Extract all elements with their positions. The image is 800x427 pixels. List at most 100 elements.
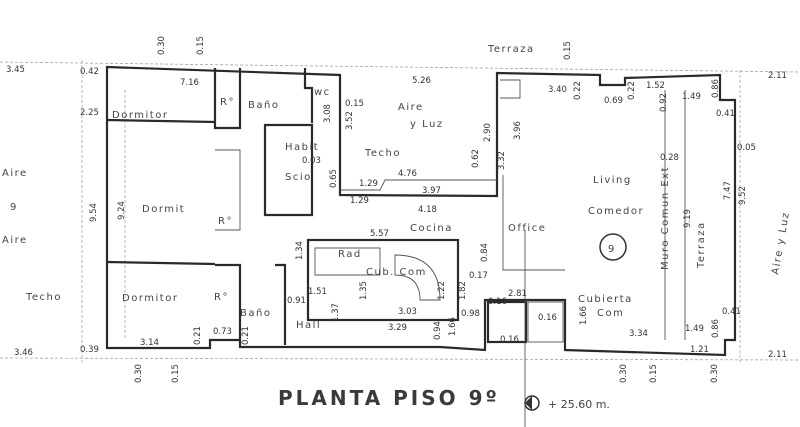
room-label: Habit bbox=[285, 142, 319, 153]
dimension-label: 3.40 bbox=[548, 85, 567, 95]
dimension-label: 3.52 bbox=[345, 111, 355, 130]
dimension-label: 5.57 bbox=[370, 229, 389, 239]
dimension-label: 1.34 bbox=[295, 241, 305, 260]
dimension-label: 0.22 bbox=[627, 81, 637, 100]
room-label: Terraza bbox=[696, 221, 707, 269]
dimension-label: 0.22 bbox=[573, 81, 583, 100]
dimension-label: 0.30 bbox=[710, 364, 720, 383]
dimension-label: 3.45 bbox=[6, 65, 25, 75]
room-label: Aire bbox=[2, 168, 28, 179]
dimension-label: 0.03 bbox=[302, 156, 321, 166]
dimension-label: 3.08 bbox=[323, 104, 333, 123]
room-label: Muro Comun Ext bbox=[660, 166, 671, 270]
room-label: Terraza bbox=[487, 44, 535, 55]
dimension-label: 0.15 bbox=[171, 364, 181, 383]
room-label: Dormit bbox=[142, 204, 185, 215]
dimension-label: 1.29 bbox=[350, 196, 369, 206]
room-label: Dormitor bbox=[122, 293, 178, 304]
dimension-label: 0.21 bbox=[241, 326, 251, 345]
dimension-label: 7.16 bbox=[180, 78, 199, 88]
dimension-label: 2.11 bbox=[768, 350, 787, 360]
dimension-label: 3.14 bbox=[140, 338, 159, 348]
dimension-label: 2.25 bbox=[80, 108, 99, 118]
dimension-label: 1.66 bbox=[579, 306, 589, 325]
room-label: Com bbox=[597, 308, 624, 319]
room-label: R° bbox=[220, 97, 235, 108]
dimension-label: 0.92 bbox=[659, 93, 669, 112]
plan-title: PLANTA PISO 9º bbox=[278, 386, 500, 410]
dimension-label: 0.73 bbox=[213, 327, 232, 337]
dimension-label: 2.90 bbox=[483, 123, 493, 142]
north-arrow-icon bbox=[524, 230, 540, 427]
dimension-label: 9.54 bbox=[89, 203, 99, 222]
room-label: Office bbox=[508, 223, 546, 234]
dimension-label: 0.28 bbox=[660, 153, 679, 163]
dimension-label: 1.22 bbox=[437, 281, 447, 300]
dimension-label: 3.97 bbox=[422, 186, 441, 196]
dimension-label: 0.15 bbox=[649, 364, 659, 383]
room-label: Techo bbox=[364, 148, 401, 159]
room-label: Baño bbox=[240, 308, 271, 319]
room-label: 9 bbox=[10, 202, 18, 213]
floor-number: 9 bbox=[608, 244, 616, 255]
dimension-label: 0.86 bbox=[711, 79, 721, 98]
dimension-label: 0.84 bbox=[480, 243, 490, 262]
dimension-label: 0.17 bbox=[469, 271, 488, 281]
dimension-label: 3.34 bbox=[629, 329, 648, 339]
room-label: Baño bbox=[248, 100, 279, 111]
room-label: Living bbox=[593, 175, 632, 186]
room-label: R° bbox=[214, 292, 229, 303]
dimension-label: 0.15 bbox=[196, 36, 206, 55]
dimension-label: 1.51 bbox=[308, 287, 327, 297]
room-label: Techo bbox=[25, 292, 62, 303]
room-label: Cub. Com bbox=[366, 267, 427, 278]
dimension-label: 4.76 bbox=[398, 169, 417, 179]
dimension-label: 3.32 bbox=[497, 151, 507, 170]
dimension-label: 0.30 bbox=[619, 364, 629, 383]
dimension-label: 0.16 bbox=[488, 297, 507, 307]
dimension-label: 7.47 bbox=[723, 181, 733, 200]
dimension-label: 1.35 bbox=[359, 281, 369, 300]
dimension-label: 1.37 bbox=[331, 303, 341, 322]
floor-level: + 25.60 m. bbox=[548, 398, 610, 411]
dimension-label: 0.91 bbox=[287, 296, 306, 306]
dimension-label: 0.98 bbox=[461, 309, 480, 319]
dimension-label: 0.30 bbox=[134, 364, 144, 383]
room-label: Aire y Luz bbox=[770, 211, 792, 276]
room-label: Cubierta bbox=[578, 294, 633, 305]
dimension-label: 0.62 bbox=[471, 149, 481, 168]
dimension-label: 1.66 bbox=[448, 317, 458, 336]
room-label: y Luz bbox=[410, 119, 444, 130]
dimension-label: 0.15 bbox=[345, 99, 364, 109]
dimension-label: 0.16 bbox=[500, 335, 519, 345]
dimension-label: 0.41 bbox=[716, 109, 735, 119]
dimension-label: 9.24 bbox=[117, 201, 127, 220]
room-label: Scio bbox=[285, 172, 312, 183]
dimension-label: 1.52 bbox=[646, 81, 665, 91]
dimension-label: 1.29 bbox=[359, 179, 378, 189]
dimension-label: 0.94 bbox=[433, 321, 443, 340]
dimension-label: 0.21 bbox=[193, 326, 203, 345]
dimension-label: 0.41 bbox=[722, 307, 741, 317]
room-label: wc bbox=[314, 87, 331, 98]
room-label: Aire bbox=[398, 102, 424, 113]
dimension-label: 0.65 bbox=[329, 169, 339, 188]
dimension-label: 0.15 bbox=[563, 41, 573, 60]
interior-walls bbox=[106, 68, 686, 345]
dimension-label: 0.30 bbox=[157, 36, 167, 55]
dimension-label: 2.11 bbox=[768, 71, 787, 81]
room-label: Rad bbox=[338, 249, 362, 260]
dimension-label: 0.05 bbox=[737, 143, 756, 153]
dimension-label: 5.26 bbox=[412, 76, 431, 86]
exterior-wall bbox=[105, 65, 737, 357]
room-label: Hall bbox=[296, 320, 321, 331]
room-label: Comedor bbox=[588, 206, 644, 217]
dimension-label: 1.82 bbox=[458, 281, 468, 300]
dimension-label: 9.52 bbox=[738, 186, 748, 205]
dimension-label: 3.96 bbox=[513, 121, 523, 140]
room-label: Dormitor bbox=[112, 110, 168, 121]
dimension-label: 1.21 bbox=[690, 345, 709, 355]
dimension-label: 3.46 bbox=[14, 348, 33, 358]
